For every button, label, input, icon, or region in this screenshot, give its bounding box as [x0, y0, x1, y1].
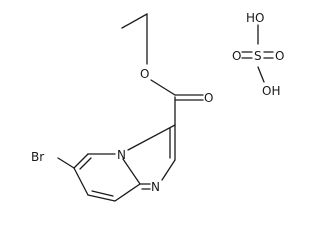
atom-label-bromine: Br — [31, 150, 44, 164]
ester-bond-o-c — [150, 79, 176, 96]
ring-bond-c7-c8 — [87, 194, 116, 202]
atom-label-oxo-left: O — [232, 49, 241, 63]
ring-double-c5-c6 — [79, 157, 92, 170]
imidazopyridine-ring — [57, 124, 176, 202]
ethyl-ester-group — [121, 13, 204, 126]
bond-c6-br — [57, 157, 75, 169]
bond-s-oh-bottom — [257, 66, 265, 83]
atom-label-imidazole-nitrogen: N — [151, 180, 160, 194]
ring-bond-c8-c8a — [114, 183, 141, 202]
atom-label-bridgehead-nitrogen: N — [117, 148, 126, 162]
atom-label-oxo-right: O — [275, 49, 284, 63]
ring-bond-n4-c3 — [127, 124, 176, 151]
sulfuric-acid — [241, 24, 274, 83]
chemical-structure-drawing: Br N N O O HO O S O OH — [31, 11, 284, 202]
structure-svg: Br N N O O HO O S O OH — [31, 11, 284, 202]
atom-label-ester-oxygen: O — [140, 67, 149, 81]
atom-label-sulfur: S — [254, 49, 262, 63]
ring-double-c7-c8 — [91, 190, 114, 197]
ring-bond-c6-c7 — [73, 167, 89, 196]
atom-label-hydroxyl-bottom: OH — [262, 84, 280, 98]
atom-label-carbonyl-oxygen: O — [204, 91, 213, 105]
ring-bond-c2-n1 — [161, 159, 176, 181]
ethyl-bond-ch3-ch2 — [121, 13, 148, 29]
ring-bond-c5-c6 — [73, 153, 89, 169]
ring-bond-c8a-n4 — [122, 158, 141, 185]
atom-label-hydroxyl-top: HO — [246, 11, 264, 25]
